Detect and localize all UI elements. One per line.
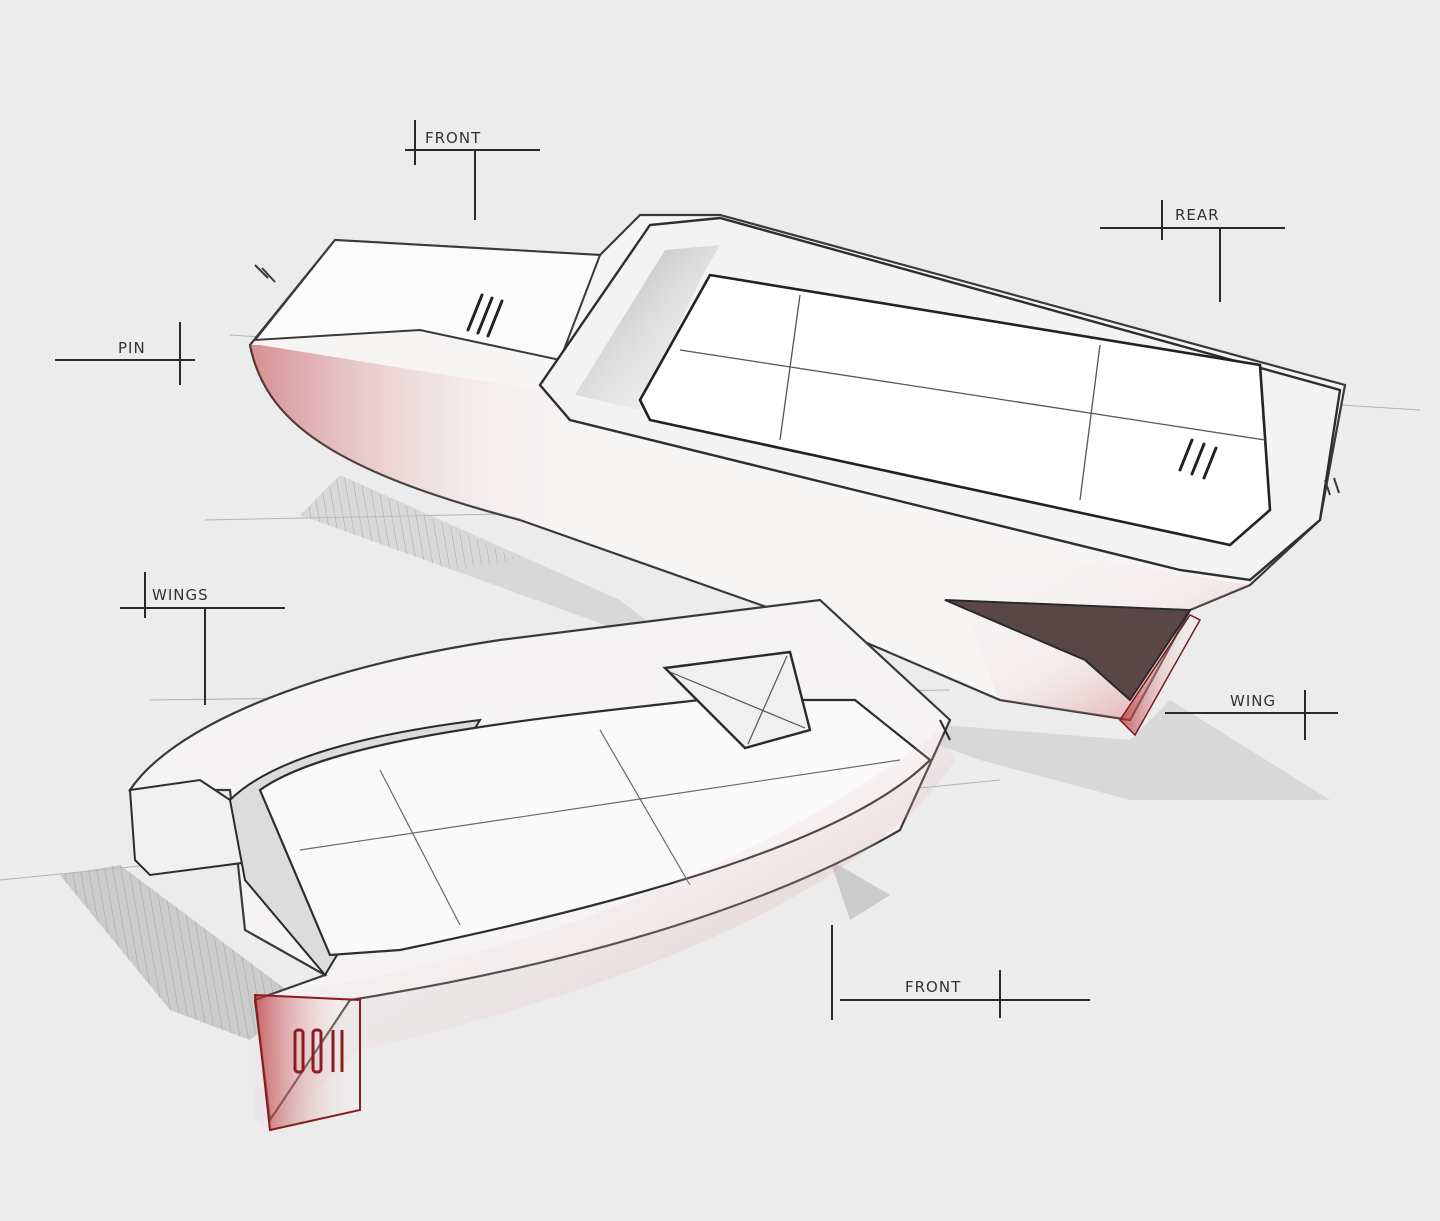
callout-pin [55,322,195,385]
label-pin: PIN [118,339,146,357]
callout-wings [120,572,285,705]
label-rear: REAR [1175,206,1220,224]
callout-front-bottom [831,925,1090,1020]
vent-marks-lower [293,1028,344,1074]
upper-module [248,213,1347,737]
ground-shadows [60,475,1330,1040]
vent-marks-upper [466,293,1218,480]
label-wings: WINGS [152,586,209,604]
callout-front-top [405,120,540,220]
label-front-bottom: FRONT [905,978,961,996]
label-front-top: FRONT [425,129,481,147]
callout-wing [1165,690,1338,740]
lower-module [127,598,955,1132]
label-wing: WING [1230,692,1276,710]
callout-rear [1100,200,1285,302]
